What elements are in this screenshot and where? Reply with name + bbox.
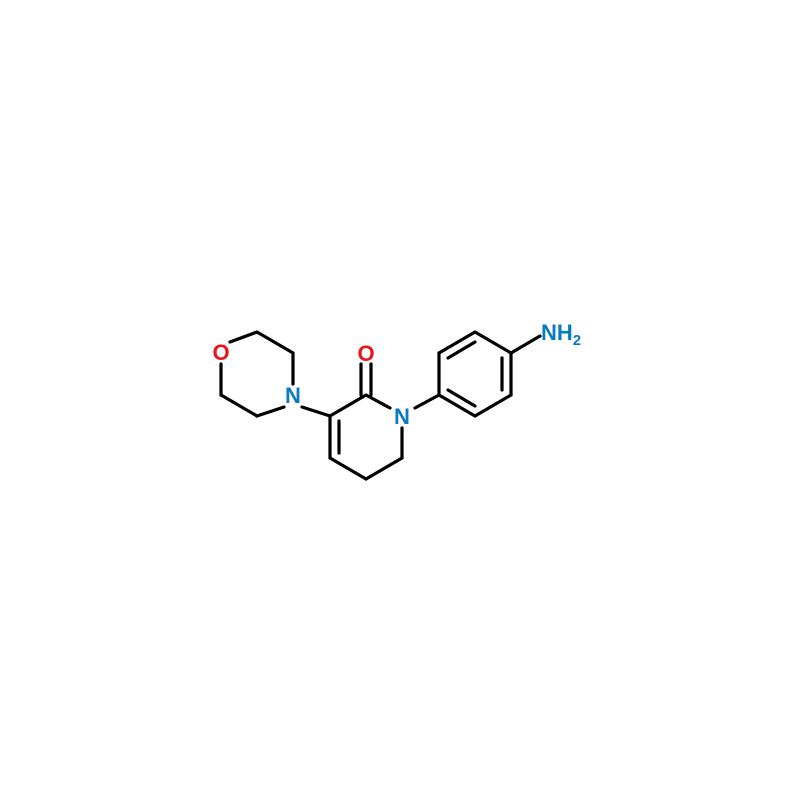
bond-c2-n1 [364, 393, 392, 410]
carbonyl-oxygen-label: O [357, 341, 374, 366]
bond-phenyl-to-amine [509, 334, 542, 355]
amine-nh-text: NH [541, 320, 573, 345]
bond-ph-2 [437, 330, 477, 355]
bond-c-c-lower [219, 393, 259, 418]
bond-ph-6 [437, 393, 477, 418]
bond-c6-c5 [364, 456, 404, 481]
bond-ph-5 [473, 393, 513, 418]
bond-o-c-upper [228, 330, 259, 344]
morpholine-ring [219, 330, 295, 418]
bond-ph-inner-1 [446, 340, 477, 360]
amine-label: NH2 [541, 320, 581, 349]
bond-c-c-upper [255, 330, 295, 355]
bond-ph-3 [473, 330, 513, 355]
amine-subscript: 2 [573, 332, 581, 349]
dihydropyridinone-ring [328, 393, 404, 481]
bond-n-c-lower [255, 405, 286, 418]
bond-c5-c4 [328, 456, 368, 481]
bond-n1-to-phenyl [413, 393, 441, 410]
bond-ph-inner-3 [446, 388, 477, 408]
lactam-nitrogen-label: N [394, 404, 410, 429]
phenyl-ring [437, 330, 513, 418]
bond-morpholine-n-to-c3 [300, 405, 332, 418]
morpholine-oxygen-label: O [212, 340, 229, 365]
morpholine-nitrogen-label: N [285, 383, 301, 408]
bond-c3-c2 [328, 393, 368, 418]
